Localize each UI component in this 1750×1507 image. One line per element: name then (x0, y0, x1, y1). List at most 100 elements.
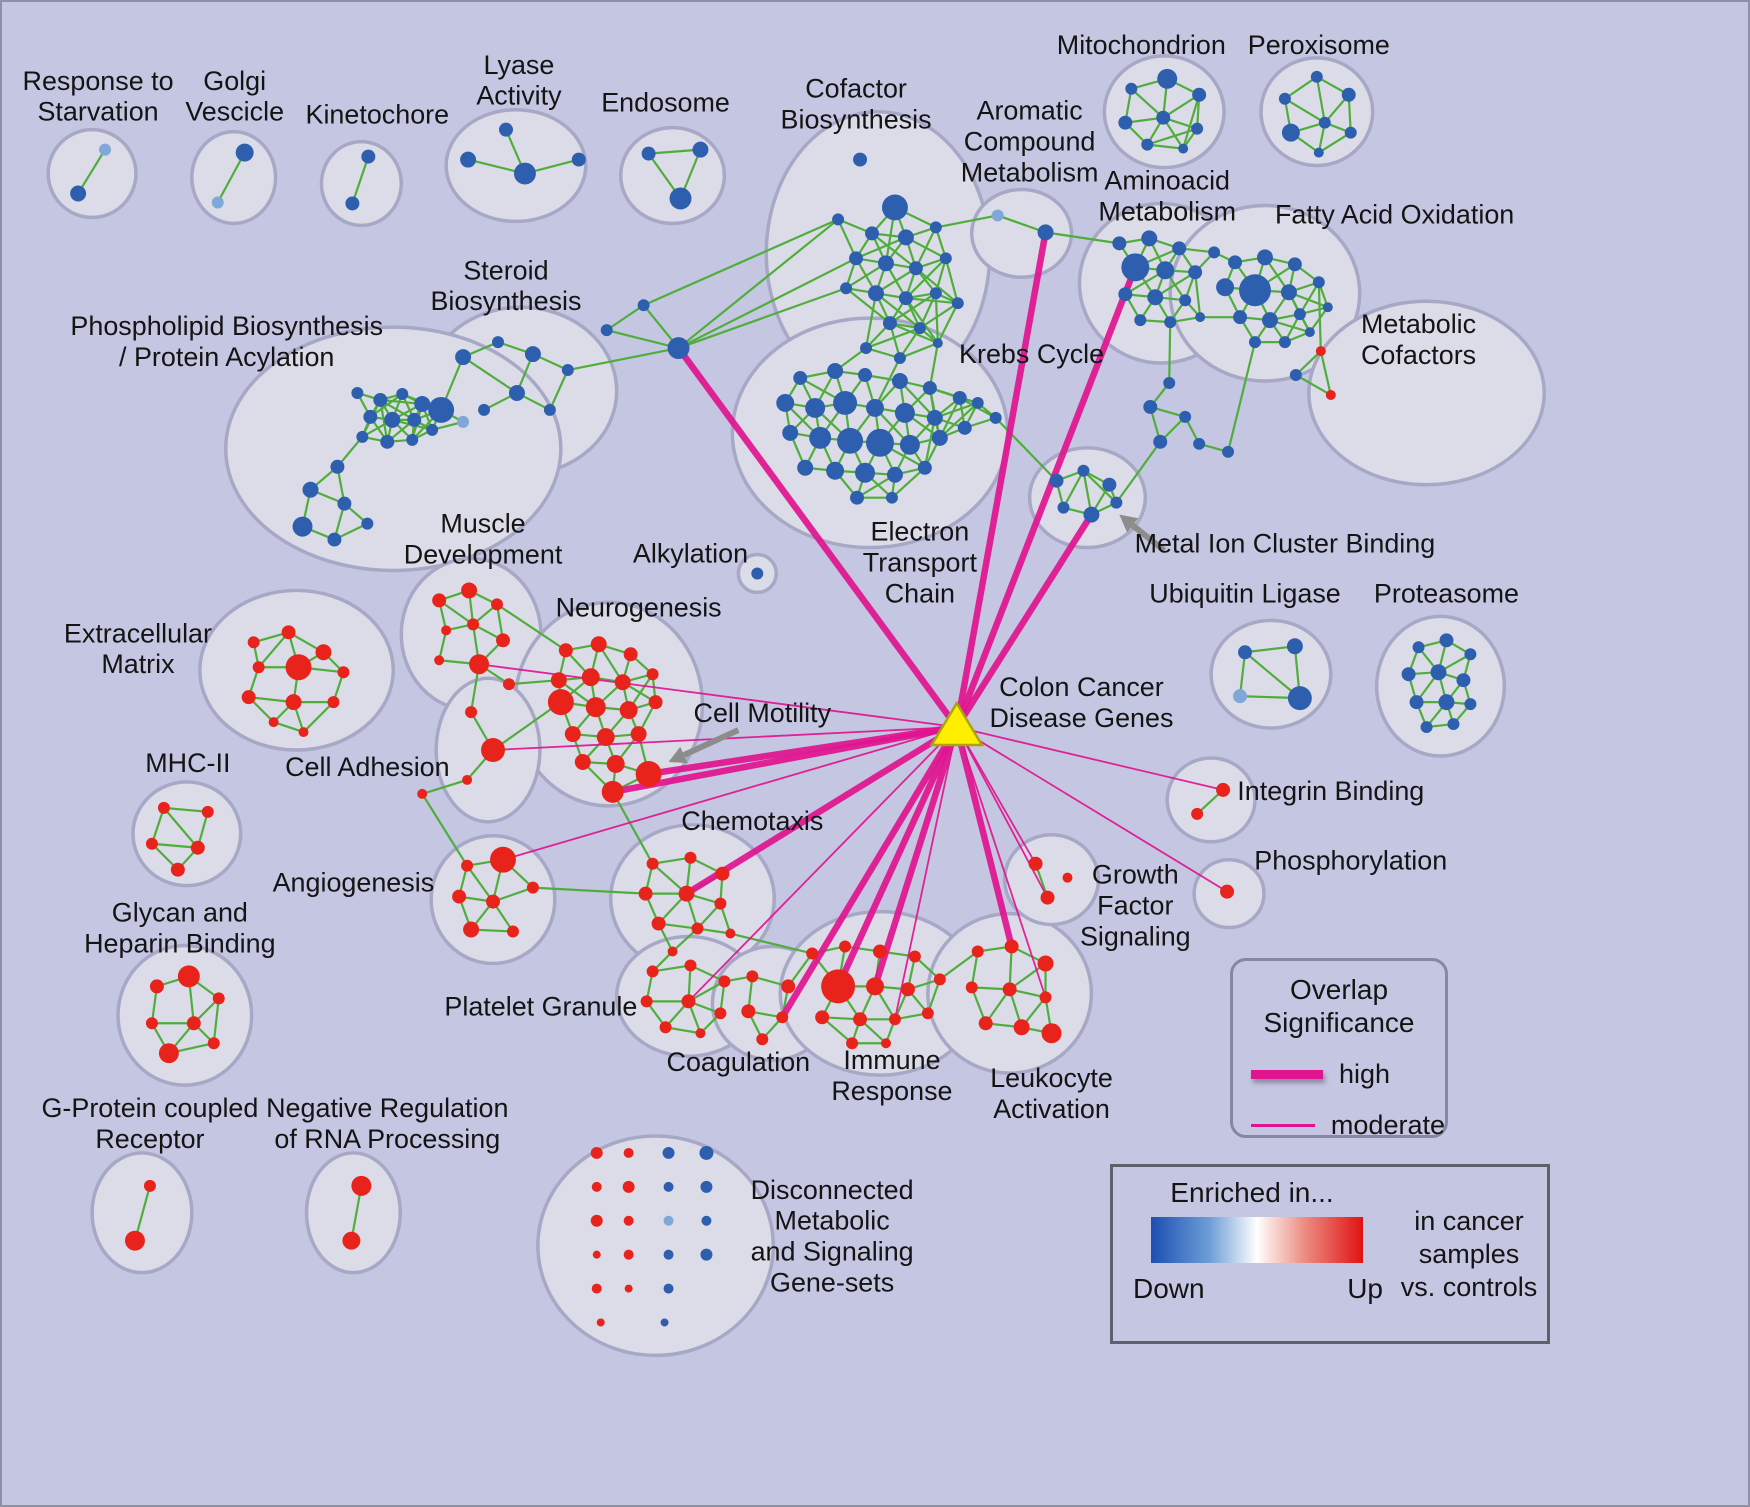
gene-set-node (667, 337, 690, 360)
gene-set-node (1102, 477, 1117, 492)
gene-set-node (345, 196, 360, 211)
gene-set-node (581, 668, 600, 687)
gene-set-node (701, 1215, 712, 1226)
gene-set-node (646, 857, 659, 870)
gene-set-edge (548, 369, 569, 411)
gene-set-node (337, 496, 352, 511)
gene-set-node (285, 654, 312, 681)
gene-set-node (1278, 92, 1291, 105)
inter-cluster-edge (496, 603, 567, 652)
inter-cluster-edge (1226, 341, 1257, 453)
gene-set-node (457, 415, 470, 428)
enrichment-gradient-bar (1151, 1217, 1363, 1263)
gene-set-node (1004, 939, 1019, 954)
gene-set-edge (216, 152, 246, 203)
gene-set-edge (163, 807, 199, 849)
gene-set-node (1287, 686, 1312, 711)
gene-set-edge (889, 292, 937, 325)
hub-edge-high (953, 266, 1139, 729)
hub-edge-moderate (687, 726, 958, 1002)
gene-set-node (886, 466, 903, 483)
negative-regulation-rna-processing-cluster (304, 1151, 403, 1275)
gene-set-node (145, 1017, 158, 1030)
gene-set-node (1121, 253, 1150, 282)
gene-set-edge (865, 327, 921, 350)
gene-set-node (492, 336, 504, 349)
gene-set-node (207, 1037, 220, 1050)
gene-set-node (965, 981, 978, 994)
gene-set-node (933, 973, 946, 986)
gene-set-edge (1082, 469, 1118, 504)
gene-set-node (678, 885, 695, 902)
colon-cancer-hub-triangle (929, 700, 985, 747)
gene-set-node (821, 969, 856, 1004)
gene-set-edge (1194, 272, 1202, 318)
gene-set-node (832, 213, 845, 226)
gene-set-node (1430, 664, 1447, 681)
gene-set-node (637, 299, 650, 312)
gene-set-node (1057, 501, 1070, 514)
gene-set-node (691, 922, 704, 935)
gene-set-node (361, 149, 376, 164)
gene-set-node (715, 866, 730, 881)
gene-set-node (506, 925, 519, 938)
gene-set-edge (1147, 143, 1184, 150)
gene-set-node (1310, 70, 1323, 83)
gene-set-node (849, 251, 864, 266)
gene-set-node (865, 226, 879, 241)
gene-set-node (1179, 410, 1192, 423)
gene-set-node (1239, 274, 1271, 307)
gene-set-node (1464, 698, 1477, 711)
gene-set-node (917, 460, 932, 475)
gene-set-node (898, 291, 913, 306)
metabolic-cofactors-cluster (1307, 299, 1546, 487)
gene-set-node (858, 368, 873, 382)
gene-set-node (776, 1011, 789, 1024)
gene-set-edge (919, 302, 959, 330)
moderate-significance-label: moderate (1330, 1110, 1445, 1140)
gene-set-node (1439, 633, 1454, 648)
gene-set-node (1280, 284, 1297, 301)
legend-row-high: high (1233, 1059, 1445, 1090)
gene-set-node (591, 1181, 602, 1192)
gene-set-node (571, 152, 586, 167)
gene-set-node (805, 397, 826, 418)
gene-set-node (853, 1012, 868, 1027)
gene-set-node (235, 143, 254, 162)
gene-set-node (1249, 336, 1261, 349)
gene-set-node (574, 753, 591, 770)
gene-set-node (989, 411, 1002, 424)
gene-set-node (351, 1175, 372, 1196)
gene-set-node (1238, 645, 1252, 660)
gene-set-edge (466, 865, 494, 903)
gene-set-node (1179, 294, 1192, 307)
pointer-arrow-head (1119, 514, 1139, 533)
gene-set-edge (606, 304, 645, 332)
gene-set-node (145, 837, 158, 850)
hub-edge-high (684, 724, 959, 897)
label-proteasome: Proteasome (1374, 578, 1519, 608)
gene-set-node (659, 1021, 672, 1034)
gene-set-node (1456, 673, 1471, 688)
gene-set-node (434, 655, 445, 666)
gene-set-node (669, 187, 692, 210)
gene-set-edge (302, 701, 335, 733)
label-integrin-binding: Integrin Binding (1237, 776, 1424, 806)
gene-set-node (833, 390, 858, 415)
gene-set-node (478, 403, 491, 416)
gene-set-node (1420, 721, 1433, 734)
golgi-vescicle-cluster (190, 129, 278, 226)
gene-set-node (490, 846, 516, 873)
gene-set-node (839, 940, 852, 953)
gene-set-node (646, 965, 659, 978)
gene-set-node (1216, 782, 1231, 797)
label-metal-ion-cluster-binding: Metal Ion Cluster Binding (1135, 529, 1436, 559)
gene-set-node (635, 760, 662, 787)
gene-set-node (873, 944, 887, 959)
gene-set-node (70, 185, 87, 202)
